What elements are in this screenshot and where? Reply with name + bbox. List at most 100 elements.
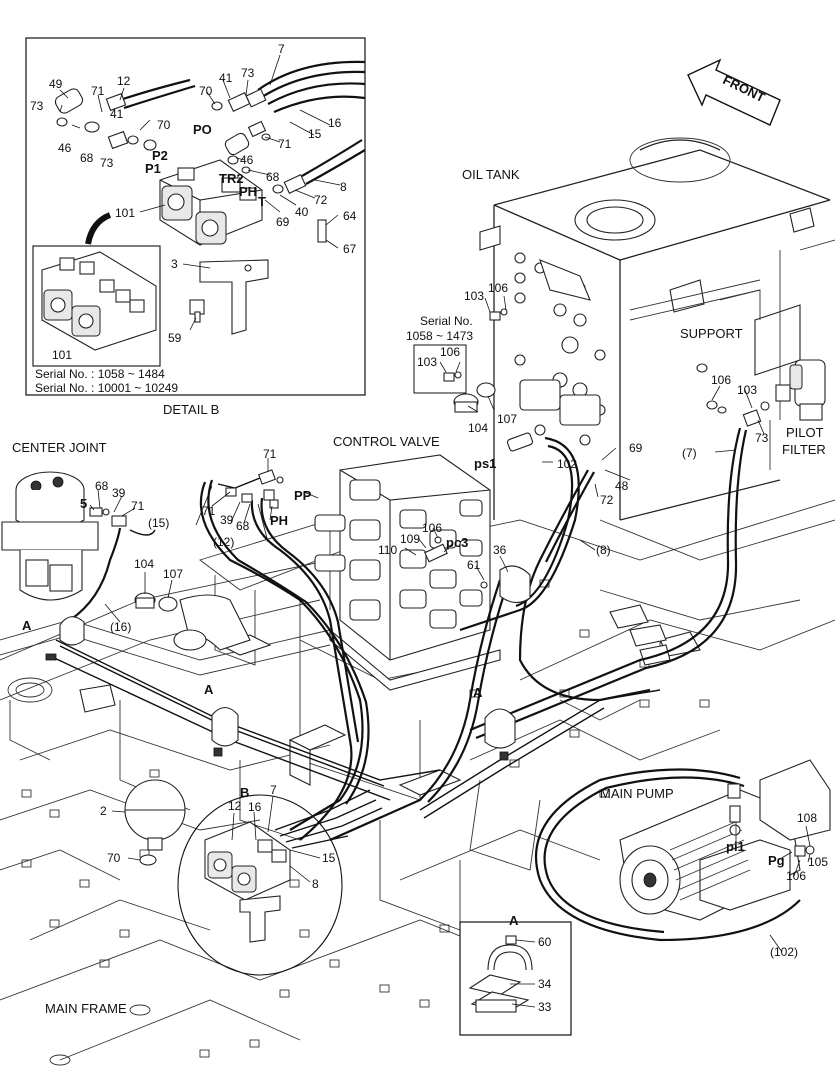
part-106-b: 106 [440, 345, 460, 359]
part-46-b: 46 [240, 153, 254, 167]
serial-tank-title: Serial No. [420, 314, 473, 328]
clamps [45, 565, 531, 761]
part-68-d: 68 [236, 519, 250, 533]
part-101-b: 101 [52, 348, 72, 362]
part-64: 64 [343, 209, 357, 223]
part-71-c: 71 [131, 499, 145, 513]
callout-a-3: A [473, 685, 483, 700]
port-p2: P2 [152, 148, 168, 163]
center-joint-title: CENTER JOINT [12, 440, 107, 455]
control-valve [314, 454, 501, 691]
detail-b-callout-circle [177, 789, 383, 976]
inset-solenoid [41, 251, 157, 351]
part-40: 40 [295, 205, 309, 219]
port-pi1: pi1 [726, 839, 745, 854]
port-p1: P1 [145, 161, 161, 176]
part-39-b: 39 [220, 513, 234, 527]
callout-a-box: A [509, 913, 519, 928]
detail-b-title: DETAIL B [163, 402, 219, 417]
tank-fittings [443, 308, 534, 452]
part-59: 59 [168, 331, 182, 345]
part-106: 106 [488, 281, 508, 295]
part-73-d: 73 [755, 431, 769, 445]
callout-b: B [240, 785, 249, 800]
center-fittings [134, 469, 284, 651]
part-72: 72 [314, 193, 328, 207]
port-pc3: pc3 [446, 535, 468, 550]
part-49: 49 [49, 77, 63, 91]
part-101: 101 [115, 206, 135, 220]
serial-tank-range: 1058 ~ 1473 [406, 329, 473, 343]
part-104-b: 104 [134, 557, 154, 571]
part-15-b: 15 [322, 851, 336, 865]
part-106-c: 106 [711, 373, 731, 387]
pilot-filter [696, 359, 826, 427]
accumulator [124, 779, 186, 866]
pilot-filter-title-1: PILOT [786, 425, 824, 440]
solenoid-valve-block [159, 159, 263, 246]
part-70-c: 70 [107, 851, 121, 865]
part-60: 60 [538, 935, 552, 949]
part-8: 8 [340, 180, 347, 194]
part-48: 48 [615, 479, 629, 493]
part-16: 16 [328, 116, 342, 130]
part-41: 41 [110, 107, 124, 121]
part-70: 70 [157, 118, 171, 132]
part-16-b: 16 [248, 800, 262, 814]
part-33: 33 [538, 1000, 552, 1014]
part-102-paren: (102) [770, 945, 798, 959]
part-68-c: 68 [95, 479, 109, 493]
support-title: SUPPORT [680, 326, 743, 341]
part-73-c: 73 [100, 156, 114, 170]
serial-detail-2: Serial No. : 10001 ~ 10249 [35, 381, 178, 395]
part-46: 46 [58, 141, 72, 155]
part-103: 103 [464, 289, 484, 303]
part-109: 109 [400, 532, 420, 546]
part-15-paren: (15) [148, 516, 169, 530]
part-107: 107 [497, 412, 517, 426]
main-pump [619, 759, 831, 921]
port-t: T [258, 194, 266, 209]
port-po: PO [193, 122, 212, 137]
callout-a-1: A [22, 618, 32, 633]
leader-lines [59, 54, 811, 1008]
part-105: 105 [808, 855, 828, 869]
main-frame-drawing [0, 499, 835, 1066]
port-ph: PH [239, 184, 257, 199]
part-61: 61 [467, 558, 481, 572]
part-104: 104 [468, 421, 488, 435]
part-36: 36 [493, 543, 507, 557]
main-frame-title: MAIN FRAME [45, 1001, 127, 1016]
part-2: 2 [100, 804, 107, 818]
part-106-d: 106 [422, 521, 442, 535]
part-71: 71 [91, 84, 105, 98]
front-arrow [687, 58, 781, 126]
port-pg: Pg [768, 853, 785, 868]
part-3: 3 [171, 257, 178, 271]
port-ph-2: PH [270, 513, 288, 528]
port-pp: PP [294, 488, 312, 503]
callout-a-2: A [204, 682, 214, 697]
part-68-b: 68 [266, 170, 280, 184]
part-102: 102 [557, 457, 577, 471]
part-67: 67 [343, 242, 357, 256]
part-8-paren: (8) [596, 543, 611, 557]
part-108: 108 [797, 811, 817, 825]
oil-tank-drawing [479, 137, 835, 521]
part-34: 34 [538, 977, 552, 991]
part-7-b: 7 [270, 783, 277, 797]
control-valve-title: CONTROL VALVE [333, 434, 440, 449]
part-107-b: 107 [163, 567, 183, 581]
part-12-b: 12 [228, 799, 242, 813]
serial-detail-1: Serial No. : 1058 ~ 1484 [35, 367, 165, 381]
part-16-paren: (16) [110, 620, 131, 634]
port-ps1: ps1 [474, 456, 496, 471]
fittings-detail-b [54, 88, 327, 243]
part-73-b: 73 [241, 66, 255, 80]
callout-5: 5 [80, 496, 87, 511]
part-68: 68 [80, 151, 94, 165]
part-71-e: 71 [202, 504, 216, 518]
center-joint [1, 471, 127, 601]
part-15: 15 [308, 127, 322, 141]
pilot-filter-title-2: FILTER [782, 442, 826, 457]
